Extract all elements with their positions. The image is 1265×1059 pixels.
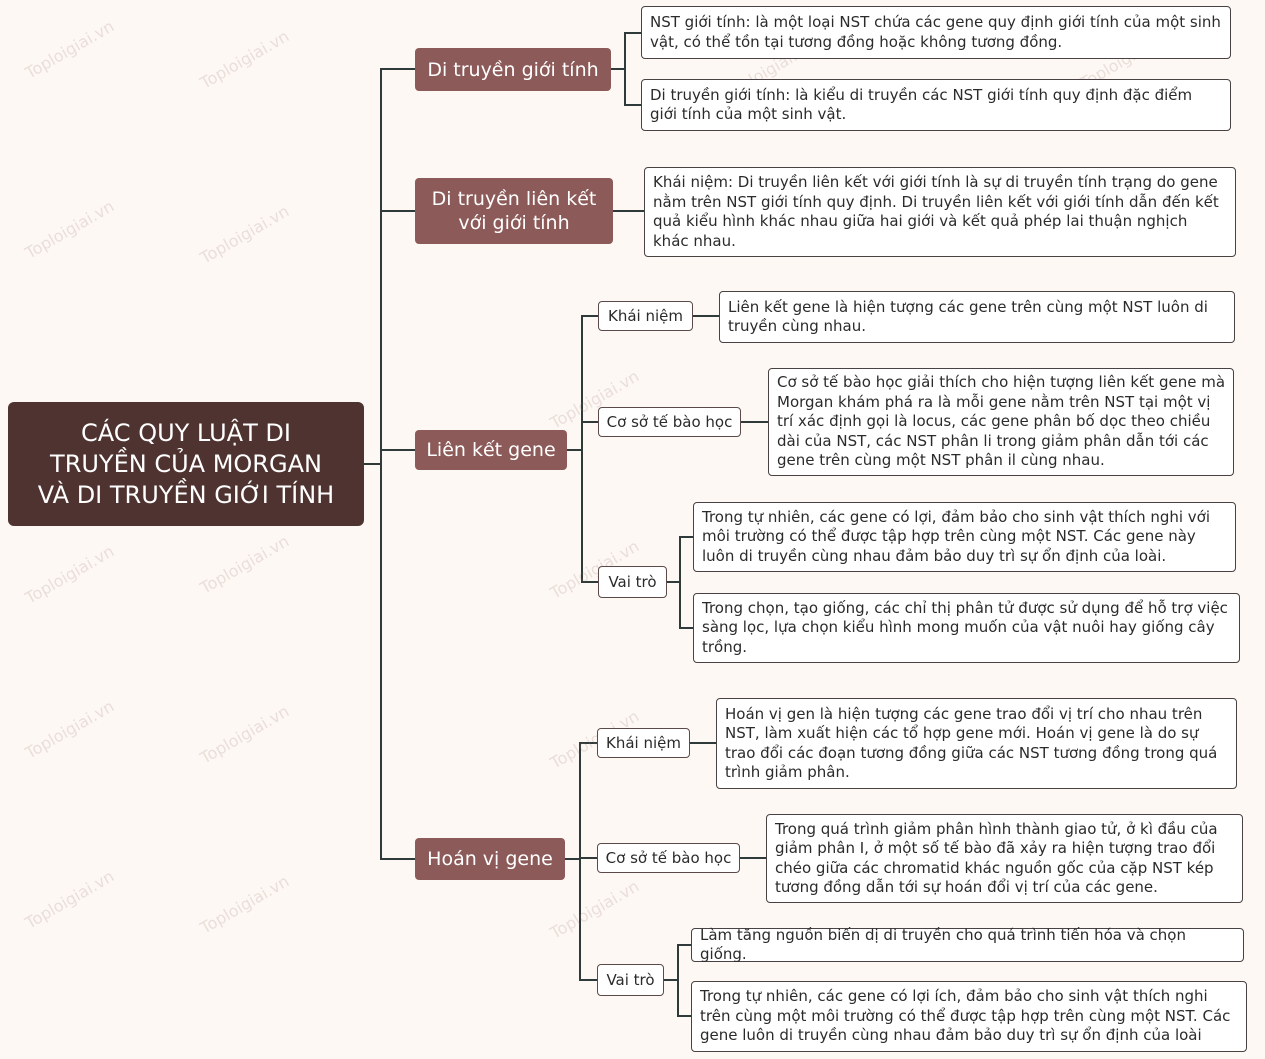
branch-di-truyen-lien-ket-gioi-tinh: Di truyền liên kết với giới tính bbox=[415, 178, 613, 244]
sub-lkg-vai-tro: Vai trò bbox=[598, 566, 667, 598]
leaf-dtlk-khai-niem: Khái niệm: Di truyền liên kết với giới t… bbox=[644, 167, 1236, 257]
leaf-hvg-vai-tro-bien-di: Làm tăng nguồn biến dị di truyền cho quá… bbox=[691, 926, 1244, 963]
sub-hvg-khai-niem: Khái niệm bbox=[597, 728, 690, 758]
sub-lkg-khai-niem: Khái niệm bbox=[598, 301, 693, 331]
leaf-lkg-vai-tro-tu-nhien: Trong tự nhiên, các gene có lợi, đảm bảo… bbox=[693, 502, 1236, 572]
sub-lkg-co-so-te-bao-hoc: Cơ sở tế bào học bbox=[598, 407, 741, 437]
branch-di-truyen-gioi-tinh: Di truyền giới tính bbox=[415, 48, 611, 91]
sub-hvg-vai-tro: Vai trò bbox=[597, 964, 664, 996]
leaf-nst-gioi-tinh: NST giới tính: là một loại NST chứa các … bbox=[641, 6, 1231, 59]
branch-lien-ket-gene: Liên kết gene bbox=[415, 430, 567, 470]
leaf-di-truyen-gioi-tinh: Di truyền giới tính: là kiểu di truyền c… bbox=[641, 79, 1231, 131]
sub-hvg-co-so-te-bao-hoc: Cơ sở tế bào học bbox=[597, 843, 740, 873]
leaf-hvg-khai-niem: Hoán vị gen là hiện tượng các gene trao … bbox=[716, 698, 1237, 789]
leaf-lkg-vai-tro-chon-giong: Trong chọn, tạo giống, các chỉ thị phân … bbox=[693, 593, 1240, 663]
leaf-lkg-khai-niem: Liên kết gene là hiện tượng các gene trê… bbox=[719, 291, 1235, 343]
leaf-lkg-co-so: Cơ sở tế bào học giải thích cho hiện tượ… bbox=[768, 368, 1234, 476]
root-topic: CÁC QUY LUẬT DI TRUYỀN CỦA MORGAN VÀ DI … bbox=[8, 402, 364, 526]
branch-hoan-vi-gene: Hoán vị gene bbox=[415, 838, 565, 880]
leaf-hvg-co-so: Trong quá trình giảm phân hình thành gia… bbox=[766, 814, 1243, 903]
leaf-hvg-vai-tro-tu-nhien: Trong tự nhiên, các gene có lợi ích, đảm… bbox=[691, 981, 1247, 1052]
